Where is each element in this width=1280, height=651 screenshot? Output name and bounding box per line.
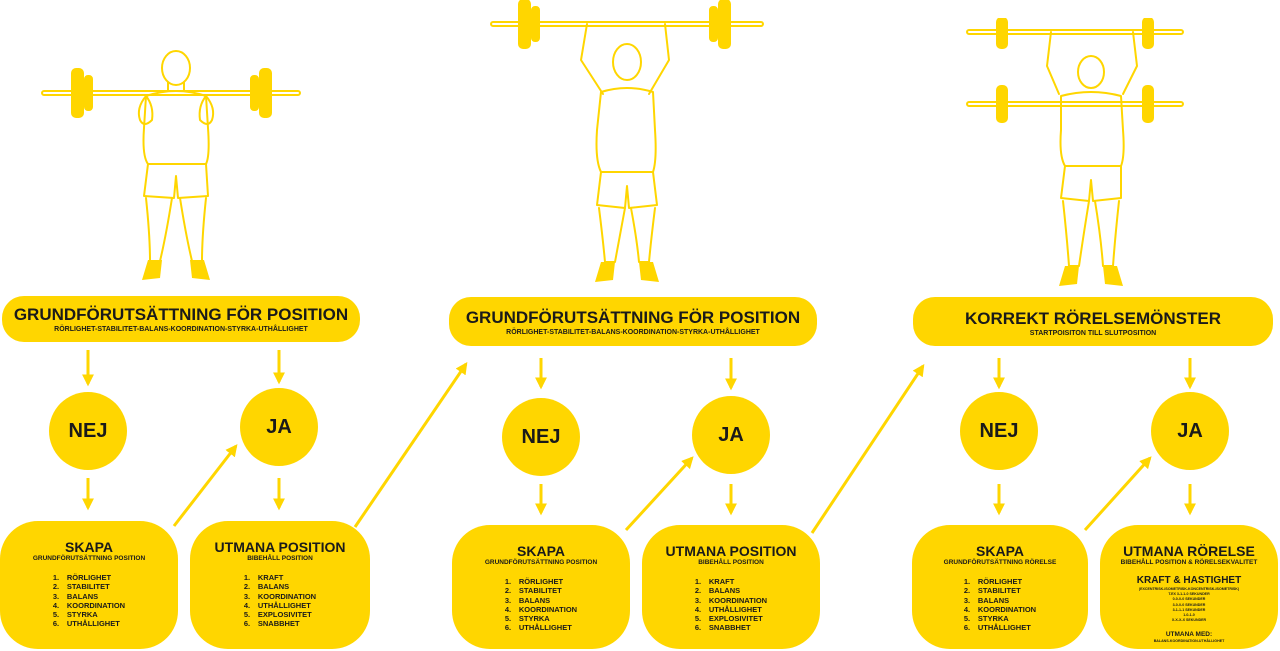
tempo-line: X-X-X-X SEKUNDER [1171, 618, 1207, 623]
skill-list: 1.KRAFT 2.BALANS 3.KOORDINATION 4.UTHÅLL… [244, 573, 316, 629]
list-item: 6.SNABBHET [694, 623, 751, 633]
skill-list: 1.RÖRLIGHET 2.STABILITET 3.BALANS 4.KOOR… [505, 577, 577, 633]
list-item: 6.UTHÅLLIGHET [963, 623, 1031, 633]
tempo-line: T.EX 3-1-1-0 SEKUNDER [1168, 592, 1210, 597]
box-title: SKAPA [976, 543, 1024, 559]
list-item: 4.UTHÅLLIGHET [694, 604, 762, 614]
tempo-line: (EXCENTRISK-ISOMETRISK-KONCENTRISK-ISOME… [1138, 587, 1240, 591]
tempo-line: 0-0-0-0 SEKUNDER [1172, 597, 1206, 602]
box-subtitle: BIBEHÅLL POSITION [247, 555, 313, 562]
list-item: 3.KOORDINATION [694, 595, 768, 605]
list-item: 2.STABILITET [52, 582, 110, 592]
list-item: 3.BALANS [504, 595, 551, 605]
box-subtitle: GRUNDFÖRUTSÄTTNING RÖRELSE [943, 559, 1057, 566]
list-item: 5.EXPLOSIVITET [694, 614, 763, 624]
box-subtitle: GRUNDFÖRUTSÄTTNING POSITION [32, 555, 146, 562]
box-subtitle: BIBEHÅLL POSITION & RÖRELSEKVALITET [1120, 559, 1258, 566]
header-title: GRUNDFÖRUTSÄTTNING FÖR POSITION [465, 308, 801, 327]
list-item: 5.STYRKA [52, 610, 98, 620]
box-subtitle: BIBEHÅLL POSITION [698, 559, 764, 566]
skapa-box-1: SKAPA GRUNDFÖRUTSÄTTNING POSITION 1.RÖRL… [0, 521, 178, 649]
skill-list: 1.RÖRLIGHET 2.STABILITET 3.BALANS 4.KOOR… [964, 577, 1036, 633]
arrow-skapa3-to-ja [1083, 456, 1152, 532]
ja-circle-2: JA [692, 396, 770, 474]
box-title: UTMANA POSITION [665, 543, 797, 559]
ja-circle-3: JA [1151, 392, 1229, 470]
list-item: 6.UTHÅLLIGHET [504, 623, 572, 633]
list-item: 3.KOORDINATION [243, 591, 317, 601]
list-item: 4.KOORDINATION [963, 604, 1037, 614]
skapa-box-2: SKAPA GRUNDFÖRUTSÄTTNING POSITION 1.RÖRL… [452, 525, 630, 649]
tempo-line: 3-1-1-1 SEKUNDER [1172, 607, 1206, 612]
arrow-utmana2-to-header3 [810, 364, 925, 534]
box-title: UTMANA POSITION [214, 539, 346, 555]
list-item: 3.BALANS [963, 595, 1010, 605]
skapa-box-3: SKAPA GRUNDFÖRUTSÄTTNING RÖRELSE 1.RÖRLI… [912, 525, 1088, 649]
list-item: 5.STYRKA [963, 614, 1009, 624]
arrow-skapa2-to-ja [624, 456, 694, 532]
utmana-rorelse-box: UTMANA RÖRELSE BIBEHÅLL POSITION & RÖREL… [1100, 525, 1278, 649]
header-title: GRUNDFÖRUTSÄTTNING FÖR POSITION [13, 305, 349, 324]
list-item: 1.KRAFT [243, 573, 284, 582]
list-item: 4.KOORDINATION [504, 604, 578, 614]
header-pill-2: GRUNDFÖRUTSÄTTNING FÖR POSITION RÖRLIGHE… [449, 297, 817, 346]
list-item: 5.STYRKA [504, 614, 550, 624]
utmana-med-title: UTMANA MED: [1165, 631, 1213, 639]
header-subtitle: STARTPOISITON TILL SLUTPOSITION [1029, 330, 1157, 337]
athlete-movement-pattern-icon [966, 18, 1184, 286]
athlete-overhead-icon [490, 0, 764, 282]
header-subtitle: RÖRLIGHET-STABILITET-BALANS-KOORDINATION… [54, 326, 308, 333]
athlete-front-rack-icon [41, 50, 301, 280]
list-item: 6.UTHÅLLIGHET [52, 619, 120, 629]
nej-circle-2: NEJ [502, 398, 580, 476]
utmana-med-sub: BALANS-KOORDINATION-UTHÅLLIGHET [1153, 639, 1225, 644]
list-item: 4.KOORDINATION [52, 600, 126, 610]
list-item: 2.STABILITET [504, 586, 562, 596]
list-item: 1.RÖRLIGHET [963, 577, 1023, 586]
list-item: 2.BALANS [694, 586, 741, 596]
box-title: SKAPA [517, 543, 565, 559]
utmana-box-1: UTMANA POSITION BIBEHÅLL POSITION 1.KRAF… [190, 521, 370, 649]
ja-circle-1: JA [240, 388, 318, 466]
box-subtitle: GRUNDFÖRUTSÄTTNING POSITION [484, 559, 598, 566]
list-item: 2.STABILITET [963, 586, 1021, 596]
list-item: 5.EXPLOSIVITET [243, 610, 312, 620]
list-item: 3.BALANS [52, 591, 99, 601]
skill-list: 1.KRAFT 2.BALANS 3.KOORDINATION 4.UTHÅLL… [695, 577, 767, 633]
list-item: 2.BALANS [243, 582, 290, 592]
skill-list: 1.RÖRLIGHET 2.STABILITET 3.BALANS 4.KOOR… [53, 573, 125, 629]
list-item: 4.UTHÅLLIGHET [243, 600, 311, 610]
utmana-box-2: UTMANA POSITION BIBEHÅLL POSITION 1.KRAF… [642, 525, 820, 649]
list-item: 6.SNABBHET [243, 619, 300, 629]
nej-circle-1: NEJ [49, 392, 127, 470]
nej-circle-3: NEJ [960, 392, 1038, 470]
header-title: KORREKT RÖRELSEMÖNSTER [965, 309, 1221, 328]
list-item: 1.KRAFT [694, 577, 735, 586]
list-item: 1.RÖRLIGHET [52, 573, 112, 582]
tempo-line: 3-0-0-0 SEKUNDER [1172, 602, 1206, 607]
header-pill-3: KORREKT RÖRELSEMÖNSTER STARTPOISITON TIL… [913, 297, 1273, 346]
list-item: 1.RÖRLIGHET [504, 577, 564, 586]
tempo-line: 1-0-1-0 [1183, 613, 1195, 618]
box-title: UTMANA RÖRELSE [1123, 543, 1255, 559]
header-pill-1: GRUNDFÖRUTSÄTTNING FÖR POSITION RÖRLIGHE… [2, 296, 360, 342]
arrow-utmana1-to-header2 [353, 362, 468, 528]
box-title: SKAPA [65, 539, 113, 555]
header-subtitle: RÖRLIGHET-STABILITET-BALANS-KOORDINATION… [506, 329, 760, 336]
arrow-skapa1-to-ja [172, 444, 238, 527]
kraft-hastighet-title: KRAFT & HASTIGHET [1136, 575, 1242, 586]
